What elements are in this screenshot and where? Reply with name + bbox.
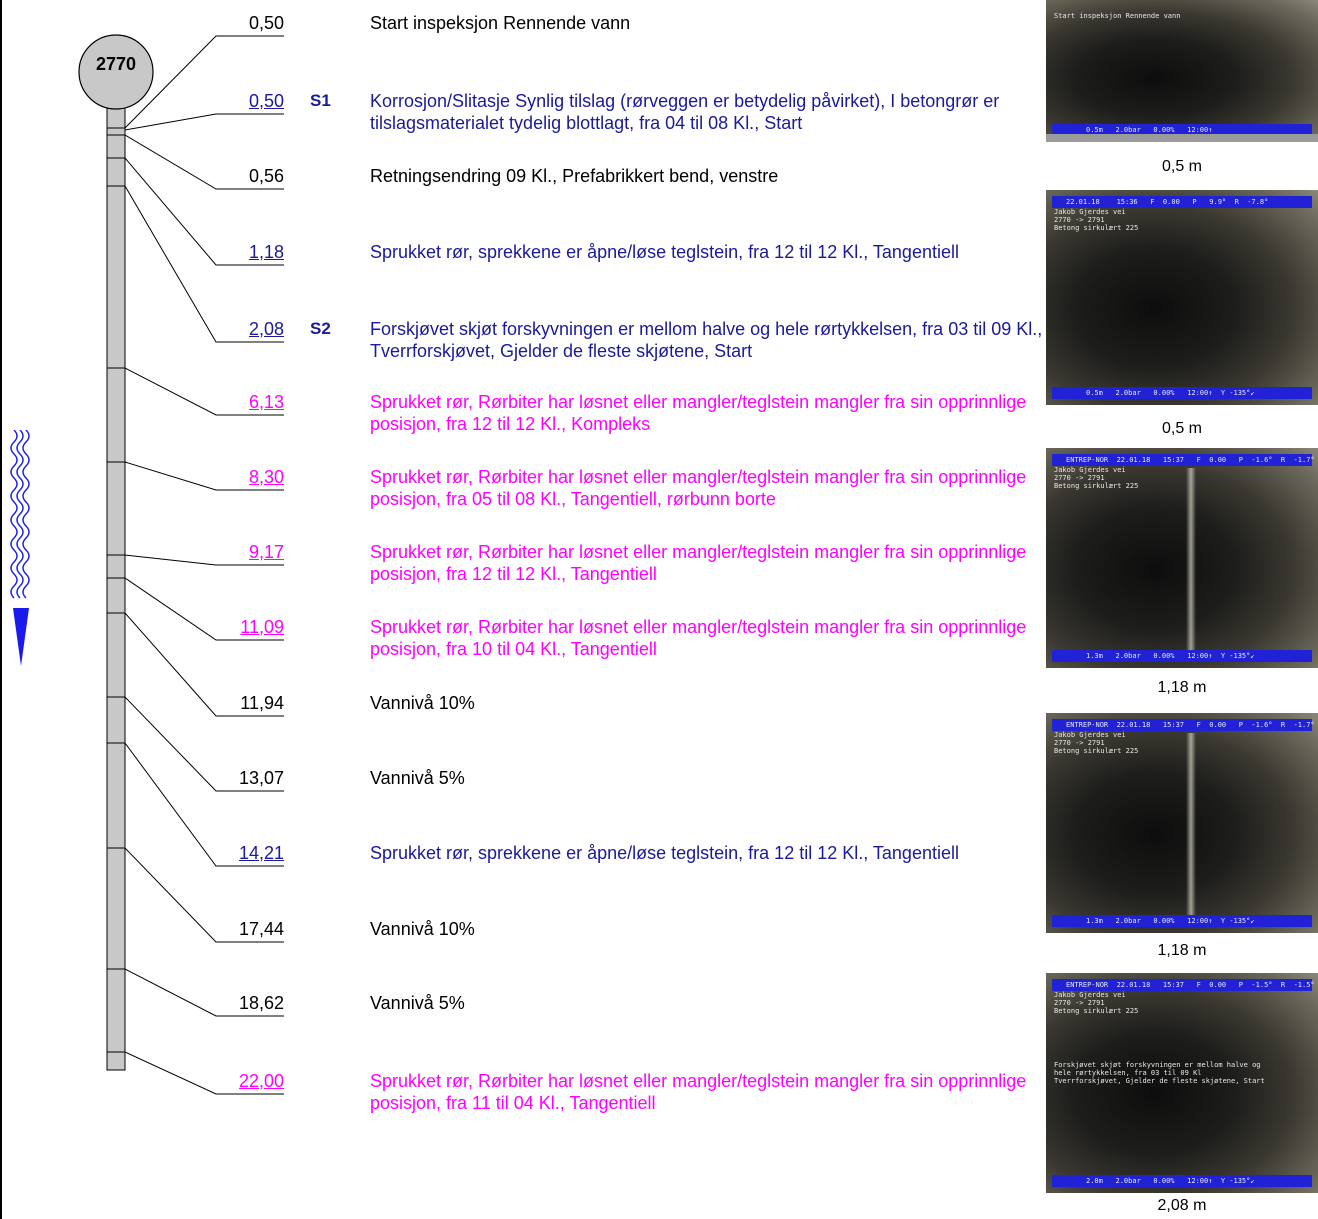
observation-description: Start inspeksjon Rennende vann [370,12,1045,34]
photo-header-bar: 22.01.18 15:36 F 0.00 P 9.9° R -7.8° [1052,196,1312,208]
observation-description: Vannivå 10% [370,692,1045,714]
pipe-crack [1186,468,1196,658]
photo-caption: 1,18 m [1046,942,1318,960]
inspection-photo[interactable]: 22.01.18 15:36 F 0.00 P 9.9° R -7.8°Jako… [1046,190,1318,405]
observation-description: Korrosjon/Slitasje Synlig tilslag (rørve… [370,90,1045,134]
observation-description: Sprukket rør, Rørbiter har løsnet eller … [370,1070,1045,1114]
photo-caption: 0,5 m [1046,158,1318,176]
photo-overlay-text: Jakob Gjerdes vei 2770 -> 2791 Betong si… [1054,466,1138,490]
photo-header-bar: ENTREP-NOR 22.01.18 15:37 F 0.00 P -1.6°… [1052,454,1312,466]
observation-distance: 18,62 [200,992,284,1014]
photo-header-text: ENTREP-NOR 22.01.18 15:37 F 0.00 P -1.6°… [1052,719,1312,731]
photo-footer-bar: 1.3m 2.0bar 0.00% 12:00↑ Y -135°↙ [1052,915,1312,927]
observation-distance[interactable]: 9,17 [200,541,284,563]
severity-code: S2 [310,318,331,340]
observation-distance[interactable]: 6,13 [200,391,284,413]
observation-description: Sprukket rør, Rørbiter har løsnet eller … [370,541,1045,585]
photo-footer-text: 2.0m 2.0bar 0.00% 12:00↑ Y -135°↙ [1052,1175,1312,1187]
photo-header-bar: ENTREP-NOR 22.01.18 15:37 F 0.00 P -1.6°… [1052,719,1312,731]
inspection-photo[interactable]: ENTREP-NOR 22.01.18 15:37 F 0.00 P -1.6°… [1046,713,1318,933]
photo-caption: 1,18 m [1046,679,1318,697]
photo-header-text: ENTREP-NOR 22.01.18 15:37 F 0.00 P -1.5°… [1052,979,1312,991]
photo-header-bar: ENTREP-NOR 22.01.18 15:37 F 0.00 P -1.5°… [1052,979,1312,991]
observation-description: Sprukket rør, sprekkene er åpne/løse teg… [370,842,1045,864]
observation-description: Forskjøvet skjøt forskyvningen er mellom… [370,318,1045,362]
observation-distance: 0,50 [200,12,284,34]
photo-overlay-text: Start inspeksjon Rennende vann [1054,12,1180,20]
observation-distance: 13,07 [200,767,284,789]
pipe-body [107,104,125,1070]
photo-observation-text: Forskjøvet skjøt forskyvningen er mellom… [1054,1061,1265,1085]
severity-code: S1 [310,90,331,112]
observation-distance[interactable]: 11,09 [200,616,284,638]
pipe-crack [1186,733,1196,923]
photo-footer-bar: 0.5m 2.0bar 0.00% 12:00↑ Y -135°↙ [1052,387,1312,399]
observation-description: Sprukket rør, sprekkene er åpne/løse teg… [370,241,1045,263]
observation-description: Vannivå 5% [370,767,1045,789]
photo-overlay-text: Jakob Gjerdes vei 2770 -> 2791 Betong si… [1054,991,1138,1015]
observation-distance: 11,94 [200,692,284,714]
photo-header-text: 22.01.18 15:36 F 0.00 P 9.9° R -7.8° [1052,196,1312,208]
inspection-photo[interactable]: Start inspeksjon Rennende vann0.5m 2.0ba… [1046,0,1318,142]
observation-distance[interactable]: 22,00 [200,1070,284,1092]
inspection-photo[interactable]: ENTREP-NOR 22.01.18 15:37 F 0.00 P -1.5°… [1046,973,1318,1193]
observation-description: Sprukket rør, Rørbiter har løsnet eller … [370,616,1045,660]
flow-direction-icon [10,430,40,670]
photo-footer-text: 1.3m 2.0bar 0.00% 12:00↑ Y -135°↙ [1052,650,1312,662]
photo-footer-bar: 2.0m 2.0bar 0.00% 12:00↑ Y -135°↙ [1052,1175,1312,1187]
observation-description: Vannivå 10% [370,918,1045,940]
photo-header-text: ENTREP-NOR 22.01.18 15:37 F 0.00 P -1.6°… [1052,454,1312,466]
observation-description: Retningsendring 09 Kl., Prefabrikkert be… [370,165,1045,187]
observation-distance[interactable]: 2,08 [200,318,284,340]
observation-distance[interactable]: 8,30 [200,466,284,488]
inspection-photo[interactable]: ENTREP-NOR 22.01.18 15:37 F 0.00 P -1.6°… [1046,448,1318,668]
observation-description: Sprukket rør, Rørbiter har løsnet eller … [370,466,1045,510]
photo-bottom-strip [1046,134,1318,142]
photo-overlay-text: Jakob Gjerdes vei 2770 -> 2791 Betong si… [1054,731,1138,755]
node-id-label: 2770 [78,54,154,75]
photo-footer-text: 0.5m 2.0bar 0.00% 12:00↑ Y -135°↙ [1052,387,1312,399]
photo-overlay-text: Jakob Gjerdes vei 2770 -> 2791 Betong si… [1054,208,1138,232]
observation-distance[interactable]: 14,21 [200,842,284,864]
observation-distance[interactable]: 1,18 [200,241,284,263]
photo-caption: 2,08 m [1046,1197,1318,1215]
observation-description: Vannivå 5% [370,992,1045,1014]
photo-footer-bar: 1.3m 2.0bar 0.00% 12:00↑ Y -135°↙ [1052,650,1312,662]
observation-distance: 17,44 [200,918,284,940]
photo-footer-text: 1.3m 2.0bar 0.00% 12:00↑ Y -135°↙ [1052,915,1312,927]
observation-distance: 0,56 [200,165,284,187]
photo-caption: 0,5 m [1046,420,1318,438]
observation-description: Sprukket rør, Rørbiter har løsnet eller … [370,391,1045,435]
observation-distance[interactable]: 0,50 [200,90,284,112]
leader-line [125,114,284,130]
